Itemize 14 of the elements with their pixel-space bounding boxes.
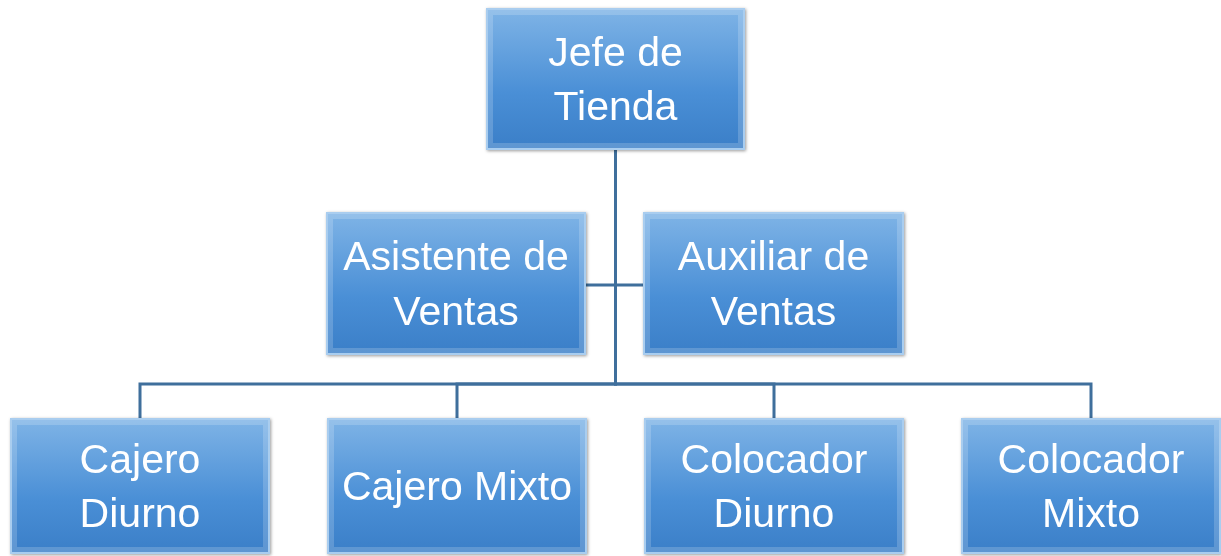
position-title: Cajero Diurno: [78, 434, 202, 538]
position-box: [643, 212, 904, 355]
position-title: Asistente de Ventas: [342, 232, 570, 336]
position-box: [327, 418, 587, 554]
position-title: Colocador Diurno: [679, 434, 869, 538]
position-title: Auxiliar de Ventas: [676, 232, 871, 336]
position-title: Jefe de Tienda: [547, 27, 684, 131]
position-box: [10, 418, 270, 554]
position-box: [644, 418, 904, 554]
position-box: [961, 418, 1221, 554]
position-box: [486, 8, 745, 150]
position-box: [326, 212, 586, 355]
position-title: Colocador Mixto: [996, 434, 1186, 538]
position-title: Cajero Mixto: [340, 461, 574, 511]
